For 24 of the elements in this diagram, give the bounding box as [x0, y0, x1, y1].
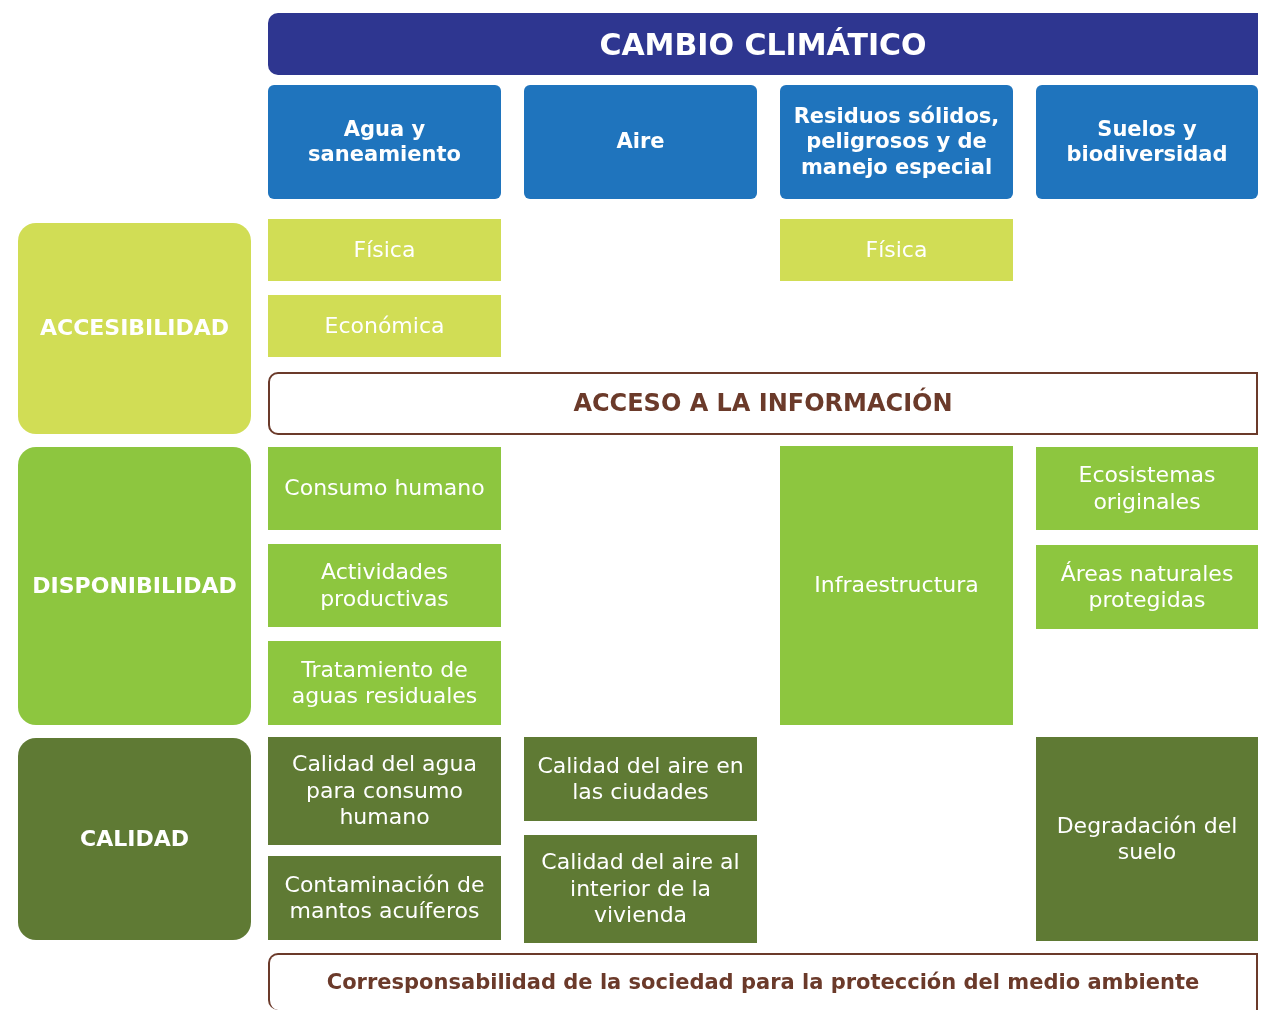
- category-box: Actividades productivas: [268, 544, 501, 627]
- row-header: DISPONIBILIDAD: [18, 447, 251, 725]
- row-header: ACCESIBILIDAD: [18, 223, 251, 434]
- category-box: Contaminación de mantos acuíferos: [268, 856, 501, 940]
- category-box: Calidad del aire en las ciudades: [524, 737, 757, 821]
- column-header: Aire: [524, 85, 757, 199]
- category-box: Tratamiento de aguas residuales: [268, 641, 501, 725]
- row-header: CALIDAD: [18, 738, 251, 940]
- category-box: Calidad del aire al interior de la vivienda: [524, 835, 757, 943]
- column-header: Residuos sólidos, peligrosos y de manejo especial: [780, 85, 1013, 199]
- category-box: Degradación del suelo: [1036, 737, 1258, 941]
- title-banner: CAMBIO CLIMÁTICO: [268, 13, 1258, 75]
- column-header: Agua y saneamiento: [268, 85, 501, 199]
- responsibility-band: Corresponsabilidad de la sociedad para la protección del medio ambiente: [268, 953, 1258, 1010]
- column-header: Suelos y biodiversidad: [1036, 85, 1258, 199]
- category-box: Calidad del agua para consumo humano: [268, 737, 501, 845]
- category-box: Física: [268, 219, 501, 281]
- category-box: Consumo humano: [268, 447, 501, 530]
- category-box: Áreas naturales protegidas: [1036, 545, 1258, 629]
- category-box: Ecosistemas originales: [1036, 447, 1258, 530]
- information-band: ACCESO A LA INFORMACIÓN: [268, 372, 1258, 435]
- category-box: Física: [780, 219, 1013, 281]
- category-box: Infraestructura: [780, 446, 1013, 725]
- category-box: Económica: [268, 295, 501, 357]
